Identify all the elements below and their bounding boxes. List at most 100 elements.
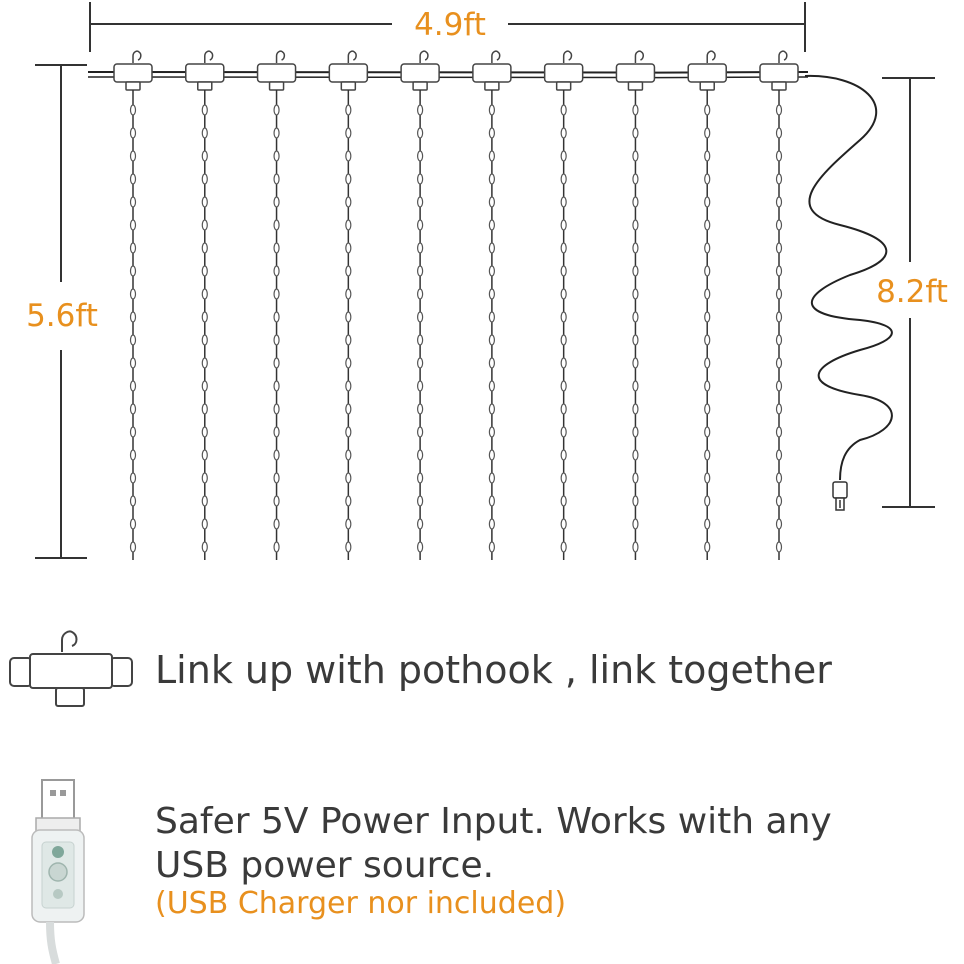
- usb-plug-icon: [31, 779, 85, 964]
- led-bulb: [345, 127, 352, 139]
- led-bulb: [704, 127, 711, 139]
- led-bulb: [632, 196, 639, 208]
- led-bulb: [632, 311, 639, 323]
- led-bulb: [129, 403, 137, 415]
- light-strand: [256, 50, 297, 560]
- led-bulb: [201, 495, 208, 507]
- led-bulb: [417, 104, 424, 116]
- cable-label: 8.2ft: [876, 274, 948, 310]
- led-bulb: [273, 173, 280, 185]
- led-bulb: [775, 173, 783, 185]
- led-bulb: [129, 311, 137, 323]
- led-bulb: [417, 288, 424, 300]
- led-bulb: [632, 150, 639, 162]
- led-bulb: [273, 426, 280, 438]
- led-bulb: [129, 242, 137, 254]
- led-bulb: [201, 196, 208, 208]
- led-bulb: [201, 426, 208, 438]
- led-bulb: [775, 403, 783, 415]
- led-bulb: [201, 541, 208, 553]
- led-bulb: [345, 219, 352, 231]
- led-bulb: [129, 127, 137, 139]
- led-bulb: [201, 472, 208, 484]
- led-bulb: [632, 104, 639, 116]
- led-bulb: [488, 127, 495, 139]
- led-bulb: [632, 127, 639, 139]
- led-bulb: [560, 357, 567, 369]
- led-bulb: [129, 518, 137, 530]
- led-bulb: [488, 541, 495, 553]
- led-bulb: [201, 403, 208, 415]
- led-bulb: [417, 518, 424, 530]
- led-bulb: [632, 334, 639, 346]
- led-bulb: [201, 288, 208, 300]
- led-bulb: [560, 288, 567, 300]
- led-bulb: [560, 150, 567, 162]
- led-bulb: [488, 311, 495, 323]
- led-bulb: [345, 426, 352, 438]
- led-bulb: [488, 196, 495, 208]
- led-bulb: [488, 472, 495, 484]
- led-bulb: [273, 541, 280, 553]
- led-bulb: [129, 495, 137, 507]
- led-bulb: [417, 541, 424, 553]
- led-bulb: [560, 403, 567, 415]
- light-strand: [328, 50, 369, 560]
- led-bulb: [775, 104, 783, 116]
- led-bulb: [704, 518, 711, 530]
- led-bulb: [345, 449, 352, 461]
- led-bulb: [201, 449, 208, 461]
- led-bulb: [201, 334, 208, 346]
- led-bulb: [201, 242, 208, 254]
- led-bulb: [560, 173, 567, 185]
- strand-hook-icon: [543, 50, 584, 91]
- strand-hook-icon: [759, 50, 799, 91]
- led-bulb: [201, 311, 208, 323]
- led-bulb: [345, 495, 352, 507]
- led-bulb: [273, 495, 280, 507]
- led-bulb: [417, 311, 424, 323]
- led-bulb: [201, 173, 208, 185]
- led-bulb: [273, 518, 280, 530]
- led-bulb: [273, 334, 280, 346]
- led-bulb: [129, 265, 137, 277]
- cable-usb-plug-icon: [832, 481, 848, 511]
- led-bulb: [273, 150, 280, 162]
- charger-note: (USB Charger nor included): [155, 886, 567, 921]
- led-bulb: [129, 173, 137, 185]
- led-bulb: [632, 541, 639, 553]
- light-strand: [615, 50, 656, 560]
- led-bulb: [775, 334, 783, 346]
- led-bulb: [129, 219, 137, 231]
- led-bulb: [201, 219, 208, 231]
- led-bulb: [129, 449, 137, 461]
- led-bulb: [488, 357, 495, 369]
- led-bulb: [704, 288, 711, 300]
- led-bulb: [775, 472, 783, 484]
- led-bulb: [417, 242, 424, 254]
- led-bulb: [704, 357, 711, 369]
- led-bulb: [345, 357, 352, 369]
- cable-dimension: [882, 77, 935, 508]
- led-bulb: [417, 173, 424, 185]
- led-bulb: [273, 311, 280, 323]
- led-bulb: [273, 104, 280, 116]
- led-bulb: [704, 265, 711, 277]
- led-bulb: [345, 196, 352, 208]
- led-bulb: [417, 449, 424, 461]
- led-bulb: [704, 173, 711, 185]
- led-bulb: [129, 472, 137, 484]
- led-bulb: [345, 288, 352, 300]
- power-caption-line1: Safer 5V Power Input. Works with any: [155, 801, 832, 842]
- led-bulb: [775, 518, 783, 530]
- led-bulb: [632, 426, 639, 438]
- led-bulb: [488, 403, 495, 415]
- light-strands: [113, 50, 799, 560]
- light-strand: [759, 50, 799, 560]
- led-bulb: [273, 265, 280, 277]
- led-bulb: [129, 380, 137, 392]
- led-bulb: [775, 449, 783, 461]
- led-bulb: [488, 449, 495, 461]
- led-bulb: [417, 196, 424, 208]
